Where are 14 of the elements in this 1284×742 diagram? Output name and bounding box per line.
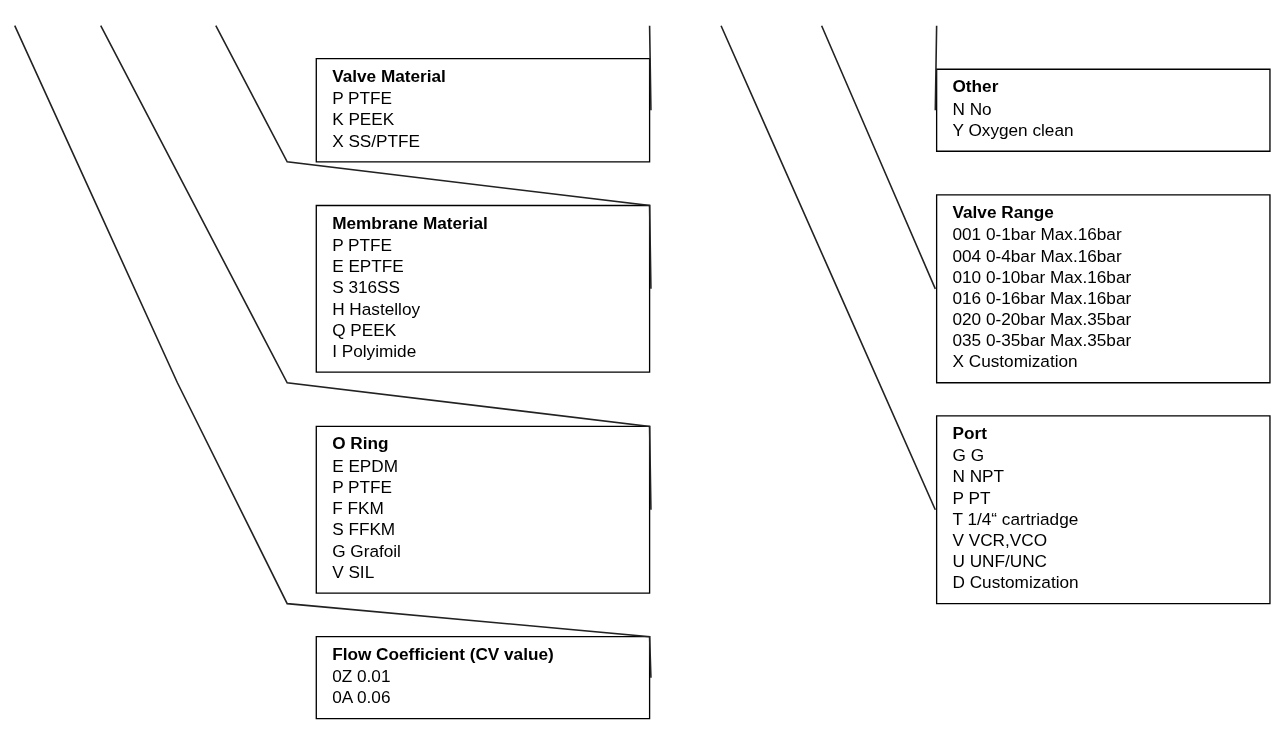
connector [820, 24, 937, 290]
node-box: Other N No Y Oxygen clean [935, 68, 1271, 152]
node-box: O Ring E EPDM P PTFE F FKM S FFKM G Grafoil V SIL [315, 425, 651, 594]
node-box: Membrane Material P PTFE E EPTFE S 316SS H Hastelloy Q PEEK I Polyimide [315, 204, 651, 373]
connector [13, 24, 652, 678]
node-box: Valve Range 001 0-1bar Max.16bar 004 0-4bar Max.16bar 010 0-10bar Max.16bar 016 0-16bar Max.16bar 020 0-20bar Max.35bar 035 0-35bar Max.35bar X Customization [935, 193, 1271, 383]
connector [648, 24, 652, 111]
connector [99, 24, 652, 510]
connector [720, 24, 937, 510]
connector [215, 24, 652, 290]
connector [934, 24, 938, 111]
node-box: Port G G N NPT P PT T 1/4“ cartriadge V VCR,VCO U UNF/UNC D Customization [935, 414, 1271, 604]
node-box: Flow Coefficient (CV value) 0Z 0.01 0A 0.06 [315, 635, 651, 719]
node-box: Valve Material P PTFE K PEEK X SS/PTFE [315, 57, 651, 162]
